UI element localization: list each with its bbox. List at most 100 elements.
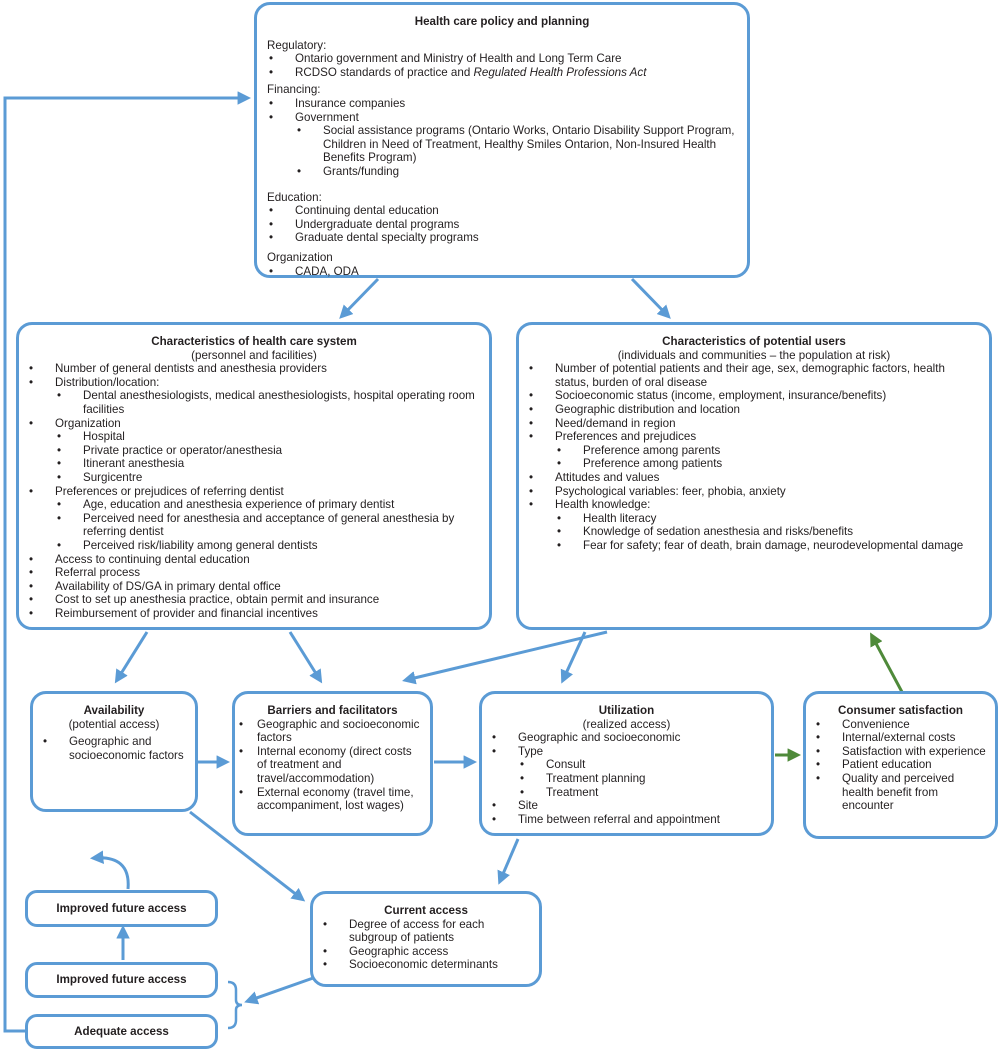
list-item: Treatment	[490, 786, 763, 800]
list-item: Preference among patients	[527, 457, 981, 471]
users-subtitle: (individuals and communities – the popul…	[617, 348, 891, 362]
arrow-system-to-barriers	[288, 631, 323, 684]
list-item: Geographic distribution and location	[527, 403, 981, 417]
barriers-title: Barriers and facilitators	[267, 704, 398, 717]
current-access-list: Degree of access for each subgroup of pa…	[321, 918, 531, 972]
arrow-users-to-utilization	[560, 631, 587, 684]
availability-title: Availability	[83, 704, 145, 717]
list-item: Preferences or prejudices of referring d…	[27, 485, 481, 499]
list-item: Socioeconomic determinants	[321, 958, 531, 972]
current-access-box: Current access Degree of access for each…	[310, 891, 542, 987]
list-item: Health knowledge:	[527, 498, 981, 512]
arrow-users-to-barriers	[402, 630, 608, 685]
list-item-italic: Regulated Health Professions Act	[473, 65, 647, 79]
list-item: Reimbursement of provider and financial …	[27, 607, 481, 621]
list-item: Knowledge of sedation anesthesia and ris…	[527, 525, 981, 539]
utilization-subtitle: (realized access)	[582, 717, 671, 731]
list-item: Dental anesthesiologists, medical anesth…	[27, 389, 481, 416]
list-item: Site	[490, 799, 763, 813]
list-item: Fear for safety; fear of death, brain da…	[527, 539, 981, 553]
list-item: Number of potential patients and their a…	[527, 362, 981, 389]
satisfaction-title: Consumer satisfaction	[838, 704, 963, 717]
arrow-current-to-outcomes	[244, 975, 317, 1005]
education-list: Continuing dental education Undergraduat…	[267, 204, 737, 245]
arrow-policy-to-system	[339, 277, 380, 319]
list-item: Surgicentre	[27, 471, 481, 485]
list-item: Graduate dental specialty programs	[267, 231, 737, 245]
list-item: Preference among parents	[527, 444, 981, 458]
list-item: Organization	[27, 417, 481, 431]
list-item: Geographic and socioeconomic factors	[237, 718, 422, 745]
list-item: Internal economy (direct costs of treatm…	[237, 745, 422, 786]
list-item: Perceived need for anesthesia and accept…	[27, 512, 481, 539]
list-item: Age, education and anesthesia experience…	[27, 498, 481, 512]
list-item: Internal/external costs	[814, 731, 987, 745]
list-item: Type	[490, 745, 763, 759]
list-item: Government	[267, 111, 737, 125]
list-item: Insurance companies	[267, 97, 737, 111]
outcomes-brace	[227, 980, 243, 1030]
availability-box: Availability (potential access) Geograph…	[30, 691, 198, 812]
utilization-box: Utilization (realized access) Geographic…	[479, 691, 774, 836]
regulatory-list: Ontario government and Ministry of Healt…	[267, 52, 737, 79]
availability-list: Geographic and socioeconomic factors	[41, 735, 187, 762]
improved-future-access-top-label: Improved future access	[56, 901, 187, 915]
adequate-access-box: Adequate access	[25, 1014, 218, 1049]
system-box: Characteristics of health care system (p…	[16, 322, 492, 630]
barriers-box: Barriers and facilitators Geographic and…	[232, 691, 433, 836]
list-item: Health literacy	[527, 512, 981, 526]
list-item: Convenience	[814, 718, 987, 732]
list-item: Geographic and socioeconomic factors	[41, 735, 187, 762]
list-item: Private practice or operator/anesthesia	[27, 444, 481, 458]
users-list: Number of potential patients and their a…	[527, 362, 981, 552]
arrow-top-curve	[89, 850, 130, 890]
list-item: Availability of DS/GA in primary dental …	[27, 580, 481, 594]
arrow-feedback-loop	[3, 91, 252, 1033]
system-subtitle: (personnel and facilities)	[191, 348, 317, 362]
list-item: Distribution/location:	[27, 376, 481, 390]
financing-heading: Financing:	[267, 83, 321, 97]
users-box: Characteristics of potential users (indi…	[516, 322, 992, 630]
users-title: Characteristics of potential users	[662, 335, 846, 348]
organization-heading: Organization	[267, 250, 333, 264]
list-item: Degree of access for each subgroup of pa…	[321, 918, 531, 945]
improved-future-access-top: Improved future access	[25, 890, 218, 927]
list-item: CADA, ODA	[267, 265, 737, 279]
list-item: Need/demand in region	[527, 417, 981, 431]
list-item: RCDSO standards of practice and Regulate…	[267, 66, 737, 80]
arrow-system-to-availability	[114, 631, 149, 684]
arrow-utilization-to-current	[497, 838, 520, 885]
organization-list: CADA, ODA	[267, 265, 737, 279]
regulatory-heading: Regulatory:	[267, 38, 327, 52]
system-list: Number of general dentists and anesthesi…	[27, 362, 481, 620]
list-item: Cost to set up anesthesia practice, obta…	[27, 593, 481, 607]
satisfaction-list: Convenience Internal/external costs Sati…	[814, 718, 987, 813]
list-item: Ontario government and Ministry of Healt…	[267, 52, 737, 66]
arrow-satisfaction-to-users	[870, 632, 904, 693]
improved-future-access-label: Improved future access	[56, 973, 187, 987]
list-item: External economy (travel time, accompani…	[237, 786, 422, 813]
list-item: Quality and perceived health benefit fro…	[814, 772, 987, 813]
list-item: Attitudes and values	[527, 471, 981, 485]
system-title: Characteristics of health care system	[151, 335, 357, 348]
list-item: Undergraduate dental programs	[267, 218, 737, 232]
list-item: Consult	[490, 758, 763, 772]
utilization-list: Geographic and socioeconomic Type Consul…	[490, 731, 763, 826]
arrow-policy-to-users	[630, 277, 671, 319]
barriers-list: Geographic and socioeconomic factors Int…	[237, 718, 422, 813]
list-item: Perceived risk/liability among general d…	[27, 539, 481, 553]
list-item: Satisfaction with experience	[814, 745, 987, 759]
policy-title: Health care policy and planning	[414, 15, 590, 28]
list-item: Psychological variables: feer, phobia, a…	[527, 485, 981, 499]
list-item: Time between referral and appointment	[490, 813, 763, 827]
education-heading: Education:	[267, 190, 322, 204]
list-item: Geographic and socioeconomic	[490, 731, 763, 745]
satisfaction-box: Consumer satisfaction Convenience Intern…	[803, 691, 998, 839]
list-item: Access to continuing dental education	[27, 553, 481, 567]
list-item: Continuing dental education	[267, 204, 737, 218]
list-item: Socioeconomic status (income, employment…	[527, 389, 981, 403]
improved-future-access-box: Improved future access	[25, 962, 218, 998]
list-item: Geographic access	[321, 945, 531, 959]
list-item: Treatment planning	[490, 772, 763, 786]
